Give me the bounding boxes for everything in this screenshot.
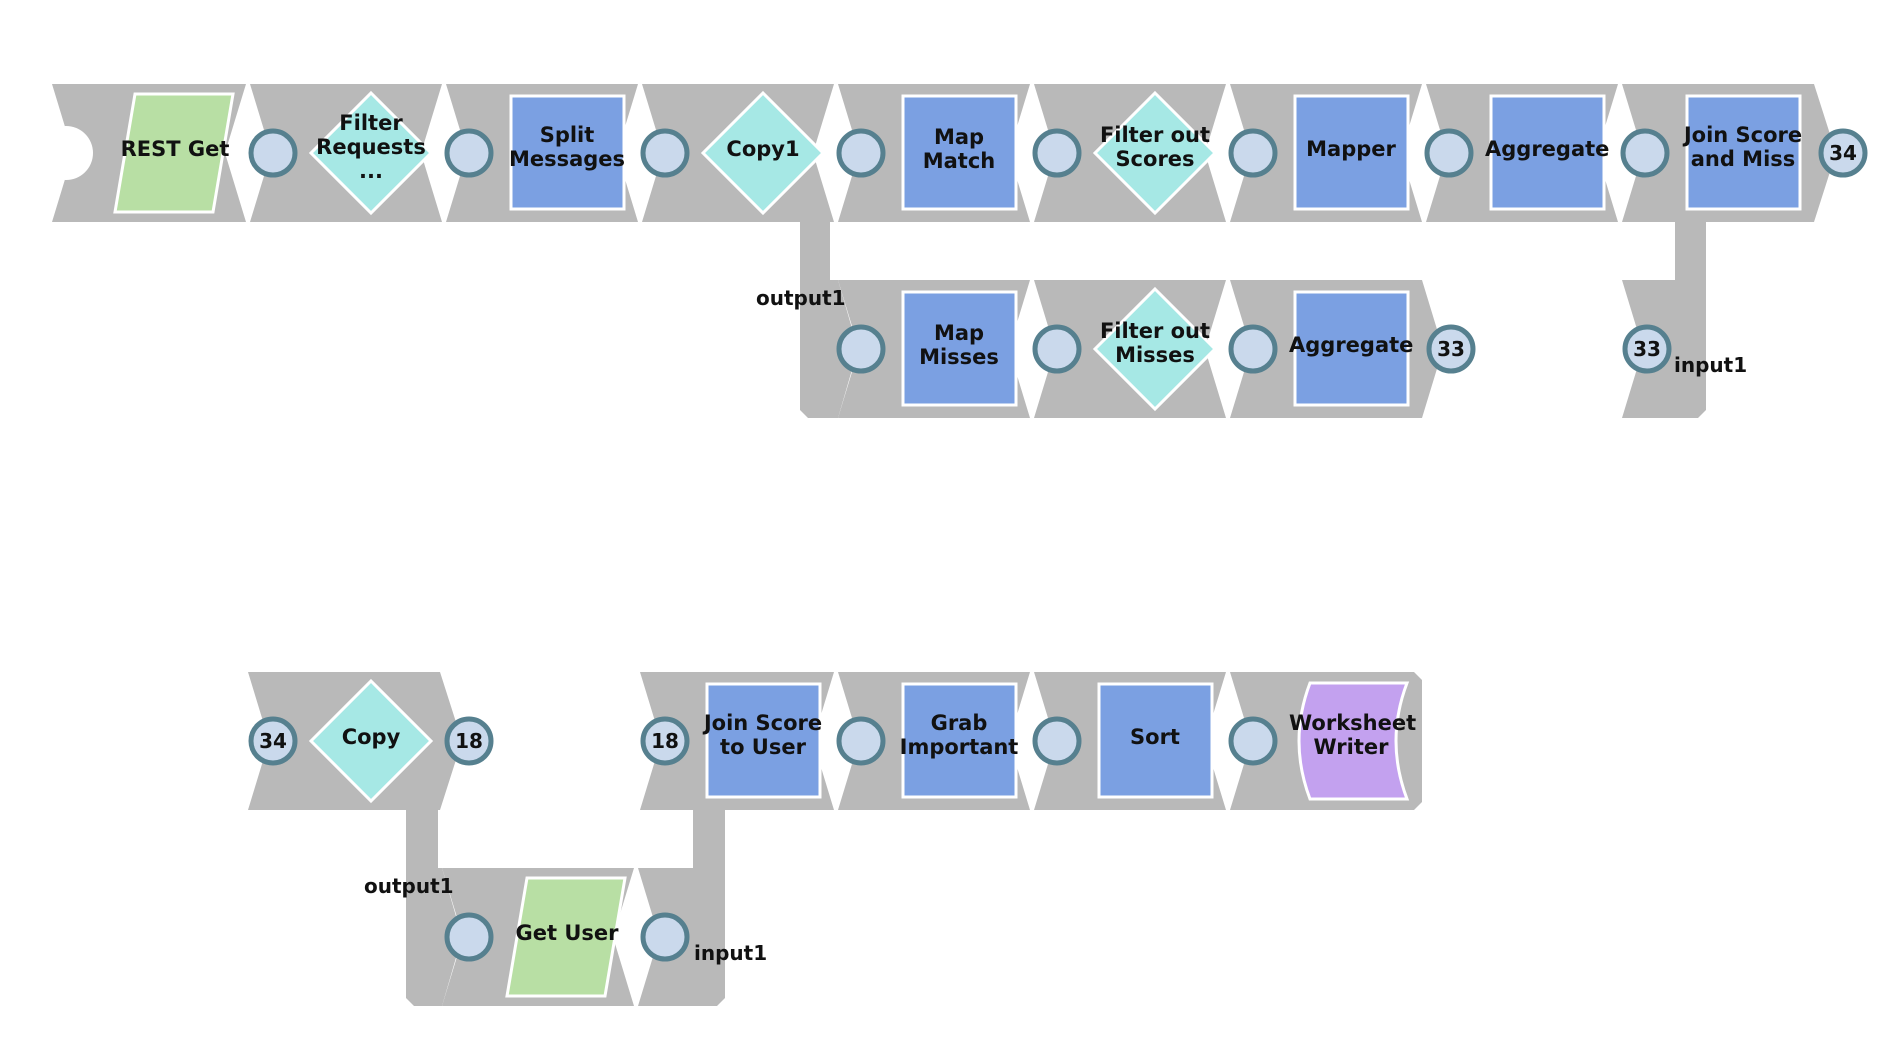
snap-filter-out-misses[interactable] [1092, 286, 1218, 412]
badge-copy-start[interactable] [248, 716, 298, 766]
port-sort-out[interactable] [1228, 716, 1278, 766]
track-connector-join-input1 [1622, 218, 1706, 418]
port-grab-important-out[interactable] [1032, 716, 1082, 766]
port-copy1-output1[interactable] [836, 324, 886, 374]
port-split-messages-out[interactable] [640, 128, 690, 178]
snap-join-score-to-user[interactable] [705, 682, 822, 799]
badge-top-end[interactable] [1818, 128, 1868, 178]
ports [248, 128, 1670, 962]
snap-sort[interactable] [1097, 682, 1214, 799]
port-filter-out-scores-out[interactable] [1228, 128, 1278, 178]
port-rest-get-out[interactable] [248, 128, 298, 178]
snap-aggregate-top[interactable] [1489, 94, 1606, 211]
port-mapper-out[interactable] [1424, 128, 1474, 178]
snap-copy[interactable] [308, 678, 434, 804]
port-join-score-to-user-out[interactable] [836, 716, 886, 766]
snap-map-misses[interactable] [901, 290, 1018, 407]
port-get-user-out[interactable] [640, 912, 690, 962]
snap-map-match[interactable] [901, 94, 1018, 211]
badge-join-user-start[interactable] [640, 716, 690, 766]
port-map-misses-out[interactable] [1032, 324, 1082, 374]
snap-rest-get[interactable] [113, 92, 235, 214]
snap-get-user[interactable] [505, 876, 627, 998]
snap-split-messages[interactable] [509, 94, 626, 211]
snap-join-score-and-miss[interactable] [1685, 94, 1802, 211]
badge-join-input[interactable] [1622, 324, 1672, 374]
badge-copy-end[interactable] [444, 716, 494, 766]
link-badges [248, 128, 1868, 766]
port-aggregate-top-out[interactable] [1620, 128, 1670, 178]
snap-worksheet-writer[interactable] [1297, 681, 1410, 801]
badge-branch-end[interactable] [1426, 324, 1476, 374]
track-connector-copy-output1 [406, 806, 462, 1006]
port-copy1-out[interactable] [836, 128, 886, 178]
snap-copy1[interactable] [700, 90, 826, 216]
track-connector-get-user-input1 [638, 806, 725, 1006]
snap-mapper[interactable] [1293, 94, 1410, 211]
track-connector-copy1-output1 [800, 218, 858, 418]
snap-filter-requests[interactable] [308, 90, 434, 216]
port-map-match-out[interactable] [1032, 128, 1082, 178]
snap-aggregate-branch[interactable] [1293, 290, 1410, 407]
snap-grab-important[interactable] [901, 682, 1018, 799]
snap-filter-out-scores[interactable] [1092, 90, 1218, 216]
port-filter-requests-out[interactable] [444, 128, 494, 178]
pipeline-tracks [52, 84, 1836, 1006]
port-filter-out-misses-out[interactable] [1228, 324, 1278, 374]
port-copy-output1[interactable] [444, 912, 494, 962]
